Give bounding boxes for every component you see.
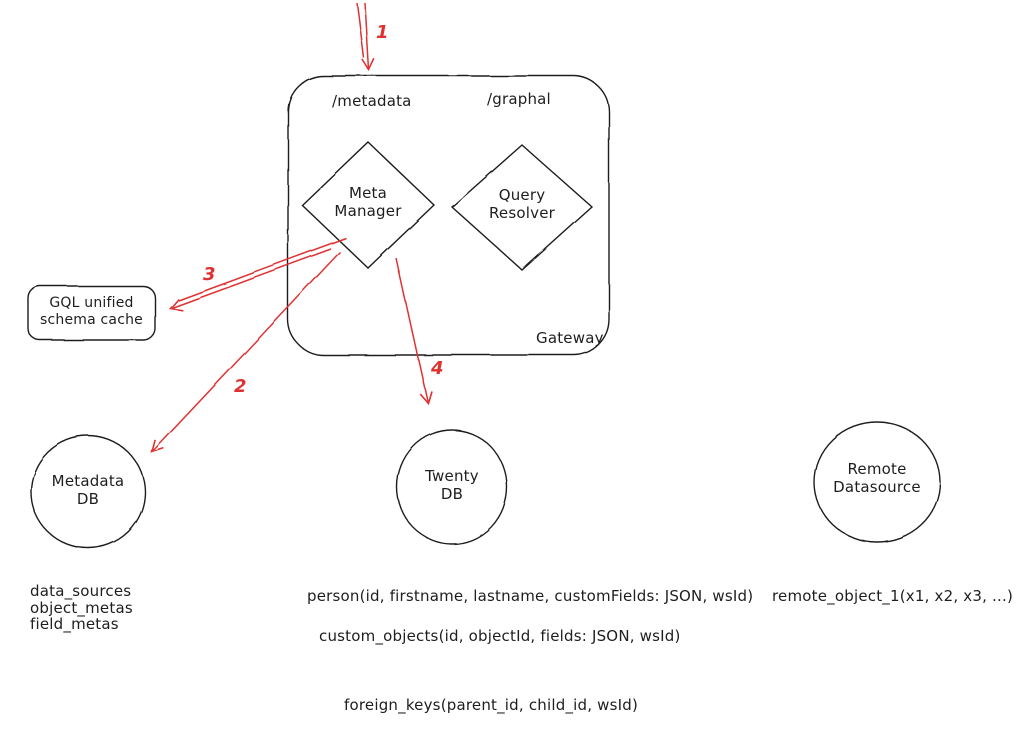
query-resolver-label-line2: Resolver [488,204,555,222]
arrow-3-stroke-b [177,237,347,301]
meta-manager-diamond [300,141,436,269]
custom-objects-schema-text: custom_objects(id, objectId, fields: JSO… [319,627,681,645]
arrow-1-stroke [361,2,376,72]
arrow-3-stroke [168,248,332,311]
arrow-1-number: 1 [376,22,389,43]
gateway-label: Gateway [536,329,604,347]
metadata-db-label-line1: Metadata [51,472,125,490]
remote-datasource-circle [813,421,941,543]
arrow-2-number: 2 [234,376,247,397]
endpoint-metadata-label: /metadata [332,92,412,110]
remote-datasource-label-line2: Datasource [833,478,921,496]
metadata-db-table-field-metas: field_metas [30,615,119,633]
meta-manager-label-line1: Meta [348,184,388,202]
arrow-2-stroke [150,251,341,454]
schema-cache-box [27,285,156,341]
gateway-box [287,75,610,356]
remote-object-schema-text: remote_object_1(x1, x2, x3, ...) [772,587,1014,605]
endpoint-graphql-label: /graphal [487,90,551,108]
metadata-db-label-line2: DB [76,490,100,508]
twenty-db-label-line2: DB [440,485,464,503]
meta-manager-label-line2: Manager [334,202,402,220]
query-resolver-label-line1: Query [498,186,546,204]
foreign-keys-schema-text: foreign_keys(parent_id, child_id, wsId) [344,696,639,714]
schema-cache-label-line2: schema cache [39,311,143,328]
schema-cache-label-line1: GQL unified [49,295,134,311]
arrow-4-stroke [395,257,433,405]
twenty-db-label-line1: Twenty [425,467,479,485]
remote-datasource-label-line1: Remote [847,460,907,478]
metadata-db-circle [30,435,146,549]
metadata-db-table-data-sources: data_sources [30,582,132,600]
metadata-db-table-object-metas: object_metas [30,598,133,617]
twenty-db-circle [396,429,508,545]
person-schema-text: person(id, firstname, lastname, customFi… [307,587,754,605]
arrow-1-stroke-b [356,2,365,59]
arrow-4-number: 4 [431,358,444,379]
query-resolver-diamond [450,144,594,271]
arrow-3-number: 3 [203,264,216,285]
